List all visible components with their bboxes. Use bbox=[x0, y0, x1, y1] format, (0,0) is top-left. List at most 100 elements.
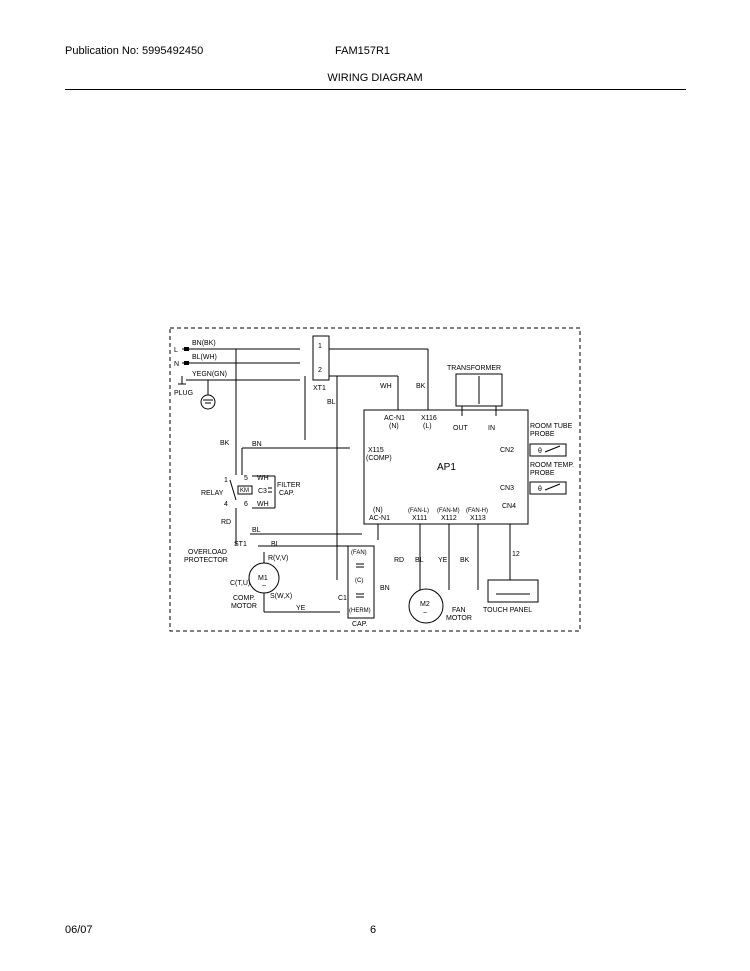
header-rule bbox=[65, 89, 686, 90]
label-bl-terminal: BL bbox=[327, 399, 336, 406]
cap-herm: (HERM) bbox=[349, 608, 371, 614]
label-ap1: AP1 bbox=[437, 462, 456, 473]
label-wh-1: WH bbox=[257, 475, 269, 482]
fan-wire-ye: YE bbox=[438, 557, 448, 564]
label-bl-wh: BL(WH) bbox=[192, 354, 217, 361]
board-cn2: CN2 bbox=[500, 447, 514, 454]
board-n-top: (N) bbox=[389, 423, 399, 430]
publication-number: Publication No: 5995492450 bbox=[65, 45, 204, 57]
label-overload: OVERLOAD bbox=[188, 549, 227, 556]
label-comp-motor: MOTOR bbox=[231, 603, 257, 610]
page-number: 6 bbox=[370, 924, 377, 936]
m1-tilde: ~ bbox=[262, 583, 266, 590]
label-room-temp: ROOM TEMP. bbox=[530, 462, 574, 469]
board-x112: X112 bbox=[441, 515, 457, 522]
cap-fan: (FAN) bbox=[351, 550, 367, 556]
control-board-ap1 bbox=[363, 409, 529, 525]
board-fan-l: (FAN-L) bbox=[408, 508, 429, 514]
label-protector: PROTECTOR bbox=[184, 557, 228, 564]
ground-icon bbox=[200, 394, 216, 410]
label-wh-2: WH bbox=[257, 501, 269, 508]
terminal-block-xt1 bbox=[312, 335, 330, 381]
board-x111: X111 bbox=[412, 515, 427, 522]
label-room-tube: ROOM TUBE bbox=[530, 423, 573, 430]
label-bl-left: BL bbox=[252, 527, 261, 534]
relay-coil-km bbox=[237, 485, 253, 495]
label-plug: PLUG bbox=[174, 390, 193, 397]
fan-wire-bn: BN bbox=[380, 585, 390, 592]
board-acn1-bottom: AC-N1 bbox=[369, 515, 390, 522]
label-km: KM bbox=[240, 488, 249, 494]
board-in: IN bbox=[488, 425, 495, 432]
label-xt1: XT1 bbox=[313, 385, 326, 392]
label-bn-bk: BN(BK) bbox=[192, 340, 216, 347]
label-bl-bottom: BL bbox=[271, 541, 280, 548]
cap-c: (C) bbox=[355, 578, 363, 584]
fan-wire-bl: BL bbox=[415, 557, 424, 564]
label-r-vv: R(V,V) bbox=[268, 555, 288, 562]
footer-date: 06/07 bbox=[65, 924, 93, 936]
label-rd-left: RD bbox=[221, 519, 231, 526]
label-cap-c1: CAP. bbox=[352, 621, 367, 628]
label-bk-left: BK bbox=[220, 440, 230, 447]
label-m2: M2 bbox=[420, 601, 430, 608]
board-acn1-top: AC-N1 bbox=[384, 415, 405, 422]
terminal-2: 2 bbox=[318, 367, 322, 374]
label-touch-panel: TOUCH PANEL bbox=[483, 607, 532, 614]
relay-pin-1: 1 bbox=[224, 477, 228, 484]
label-relay: RELAY bbox=[201, 490, 224, 497]
label-transformer: TRANSFORMER bbox=[447, 365, 501, 372]
diagram-frame bbox=[169, 327, 581, 632]
label-s-wx: S(W,X) bbox=[270, 593, 292, 600]
label-c1: C1 bbox=[338, 595, 347, 602]
label-m1: M1 bbox=[258, 575, 268, 582]
label-wh-terminal: WH bbox=[380, 383, 392, 390]
label-c-tu: C(T,U) bbox=[230, 580, 250, 587]
label-N: N bbox=[174, 361, 179, 368]
capacitor-block bbox=[347, 545, 375, 619]
label-st1: ST1 bbox=[234, 541, 247, 548]
board-x113: X113 bbox=[470, 515, 486, 522]
probe-2-theta: θ bbox=[538, 486, 542, 493]
label-bk-terminal: BK bbox=[416, 383, 426, 390]
room-temp-probe-icon bbox=[529, 481, 567, 495]
terminal-1: 1 bbox=[318, 343, 322, 350]
board-cn3: CN3 bbox=[500, 485, 514, 492]
fan-wire-rd: RD bbox=[394, 557, 404, 564]
board-out: OUT bbox=[453, 425, 469, 432]
label-ye-left: YE bbox=[296, 605, 306, 612]
label-fan-motor: MOTOR bbox=[446, 615, 472, 622]
board-fan-m: (FAN-M) bbox=[437, 508, 460, 514]
label-filter: FILTER bbox=[277, 482, 301, 489]
room-tube-probe-icon bbox=[529, 443, 567, 457]
board-x116: X116 bbox=[421, 415, 437, 422]
touch-panel bbox=[487, 579, 539, 603]
board-l: (L) bbox=[423, 423, 432, 430]
m2-tilde: ~ bbox=[423, 610, 427, 617]
label-comp: COMP. bbox=[233, 595, 255, 602]
label-probe-2: PROBE bbox=[530, 470, 555, 477]
model-number: FAM157R1 bbox=[335, 45, 391, 57]
probe-1-theta: θ bbox=[538, 448, 542, 455]
transformer-icon bbox=[455, 373, 503, 407]
label-c3: C3 bbox=[258, 488, 267, 495]
label-fan: FAN bbox=[452, 607, 466, 614]
label-filter-cap: CAP. bbox=[279, 490, 294, 497]
board-comp: (COMP) bbox=[366, 455, 392, 462]
label-yegn-gn: YEGN(GN) bbox=[192, 371, 227, 378]
board-fan-h: (FAN-H) bbox=[466, 508, 488, 514]
board-n-bottom: (N) bbox=[373, 507, 383, 514]
board-x115: X115 bbox=[368, 447, 384, 454]
label-bn-left: BN bbox=[252, 441, 262, 448]
page-title: WIRING DIAGRAM bbox=[327, 72, 423, 84]
label-probe-1: PROBE bbox=[530, 431, 555, 438]
relay-pin-6: 6 bbox=[244, 501, 248, 508]
label-L: L bbox=[174, 347, 178, 354]
fan-motor bbox=[408, 588, 444, 624]
label-12: 12 bbox=[512, 551, 520, 558]
fan-wire-bk: BK bbox=[460, 557, 470, 564]
board-cn4: CN4 bbox=[502, 503, 516, 510]
relay-pin-5: 5 bbox=[244, 475, 248, 482]
relay-pin-4: 4 bbox=[224, 501, 228, 508]
